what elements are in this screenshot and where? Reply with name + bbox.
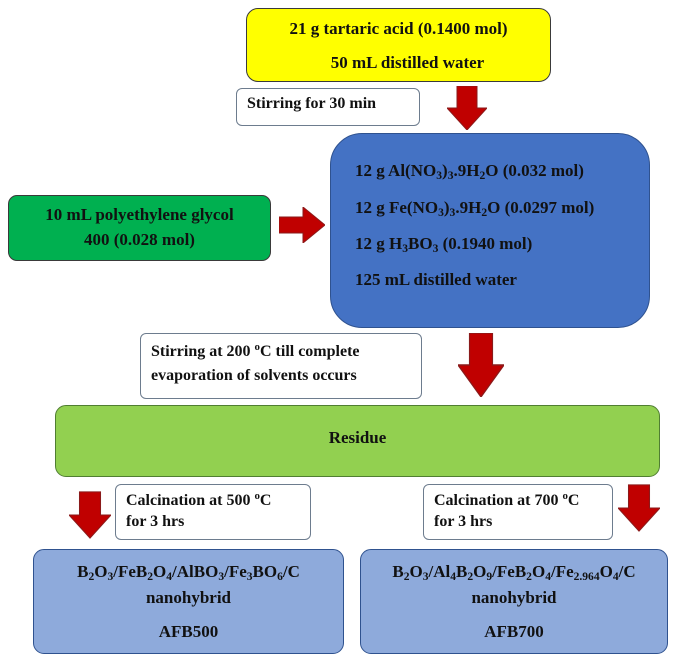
calcination-700-line-2: for 3 hrs — [434, 513, 493, 530]
afb500-product-box: B2O3/FeB2O4/AlBO3/Fe3BO6/C nanohybrid AF… — [33, 549, 344, 654]
afb700-product-box: B2O3/Al4B2O9/FeB2O4/Fe2.964O4/C nanohybr… — [360, 549, 668, 654]
arrow-down-right — [618, 484, 660, 532]
residue-text: Residue — [328, 428, 387, 447]
afb500-nanohybrid: nanohybrid — [145, 588, 232, 607]
arrow-down-1 — [447, 86, 487, 130]
afb700-formula: B2O3/Al4B2O9/FeB2O4/Fe2.964O4/C — [392, 562, 636, 583]
calcination-500-label: Calcination at 500 oC for 3 hrs — [115, 484, 311, 540]
peg-box: 10 mL polyethylene glycol 400 (0.028 mol… — [8, 195, 271, 261]
afb500-formula: B2O3/FeB2O4/AlBO3/Fe3BO6/C — [77, 562, 300, 583]
reagent-mixture-box: 12 g Al(NO3)3.9H2O (0.032 mol) 12 g Fe(N… — [330, 133, 650, 328]
arrow-down-2 — [458, 333, 504, 397]
boric-acid-text: 12 g H3BO3 (0.1940 mol) — [355, 234, 533, 255]
residue-box: Residue — [55, 405, 660, 477]
stirring-200c-line-1: Stirring at 200 oC till complete — [151, 341, 360, 360]
distilled-water-125-text: 125 mL distilled water — [355, 270, 517, 289]
calcination-700-label: Calcination at 700 oC for 3 hrs — [423, 484, 613, 540]
distilled-water-text: 50 mL distilled water — [330, 53, 485, 72]
stirring-30-min-text: Stirring for 30 min — [247, 95, 377, 112]
calcination-500-line-2: for 3 hrs — [126, 513, 185, 530]
tartaric-acid-text: 21 g tartaric acid (0.1400 mol) — [289, 19, 508, 38]
peg-line-1: 10 mL polyethylene glycol — [45, 205, 234, 224]
aluminum-nitrate-text: 12 g Al(NO3)3.9H2O (0.032 mol) — [355, 161, 584, 182]
arrow-right — [279, 207, 325, 243]
arrow-down-left — [69, 490, 111, 540]
peg-line-2: 400 (0.028 mol) — [84, 230, 195, 249]
iron-nitrate-text: 12 g Fe(NO3)3.9H2O (0.0297 mol) — [355, 198, 595, 219]
afb700-nanohybrid: nanohybrid — [471, 588, 557, 607]
tartaric-acid-box: 21 g tartaric acid (0.1400 mol) 50 mL di… — [246, 8, 551, 82]
stirring-200c-label: Stirring at 200 oC till complete evapora… — [140, 333, 422, 399]
calcination-500-line-1: Calcination at 500 oC — [126, 490, 272, 509]
afb500-code: AFB500 — [158, 622, 219, 641]
afb700-code: AFB700 — [484, 622, 544, 641]
calcination-700-line-1: Calcination at 700 oC — [434, 490, 580, 509]
stirring-200c-line-2: evaporation of solvents occurs — [151, 367, 357, 384]
stirring-30-min-label: Stirring for 30 min — [236, 88, 420, 126]
